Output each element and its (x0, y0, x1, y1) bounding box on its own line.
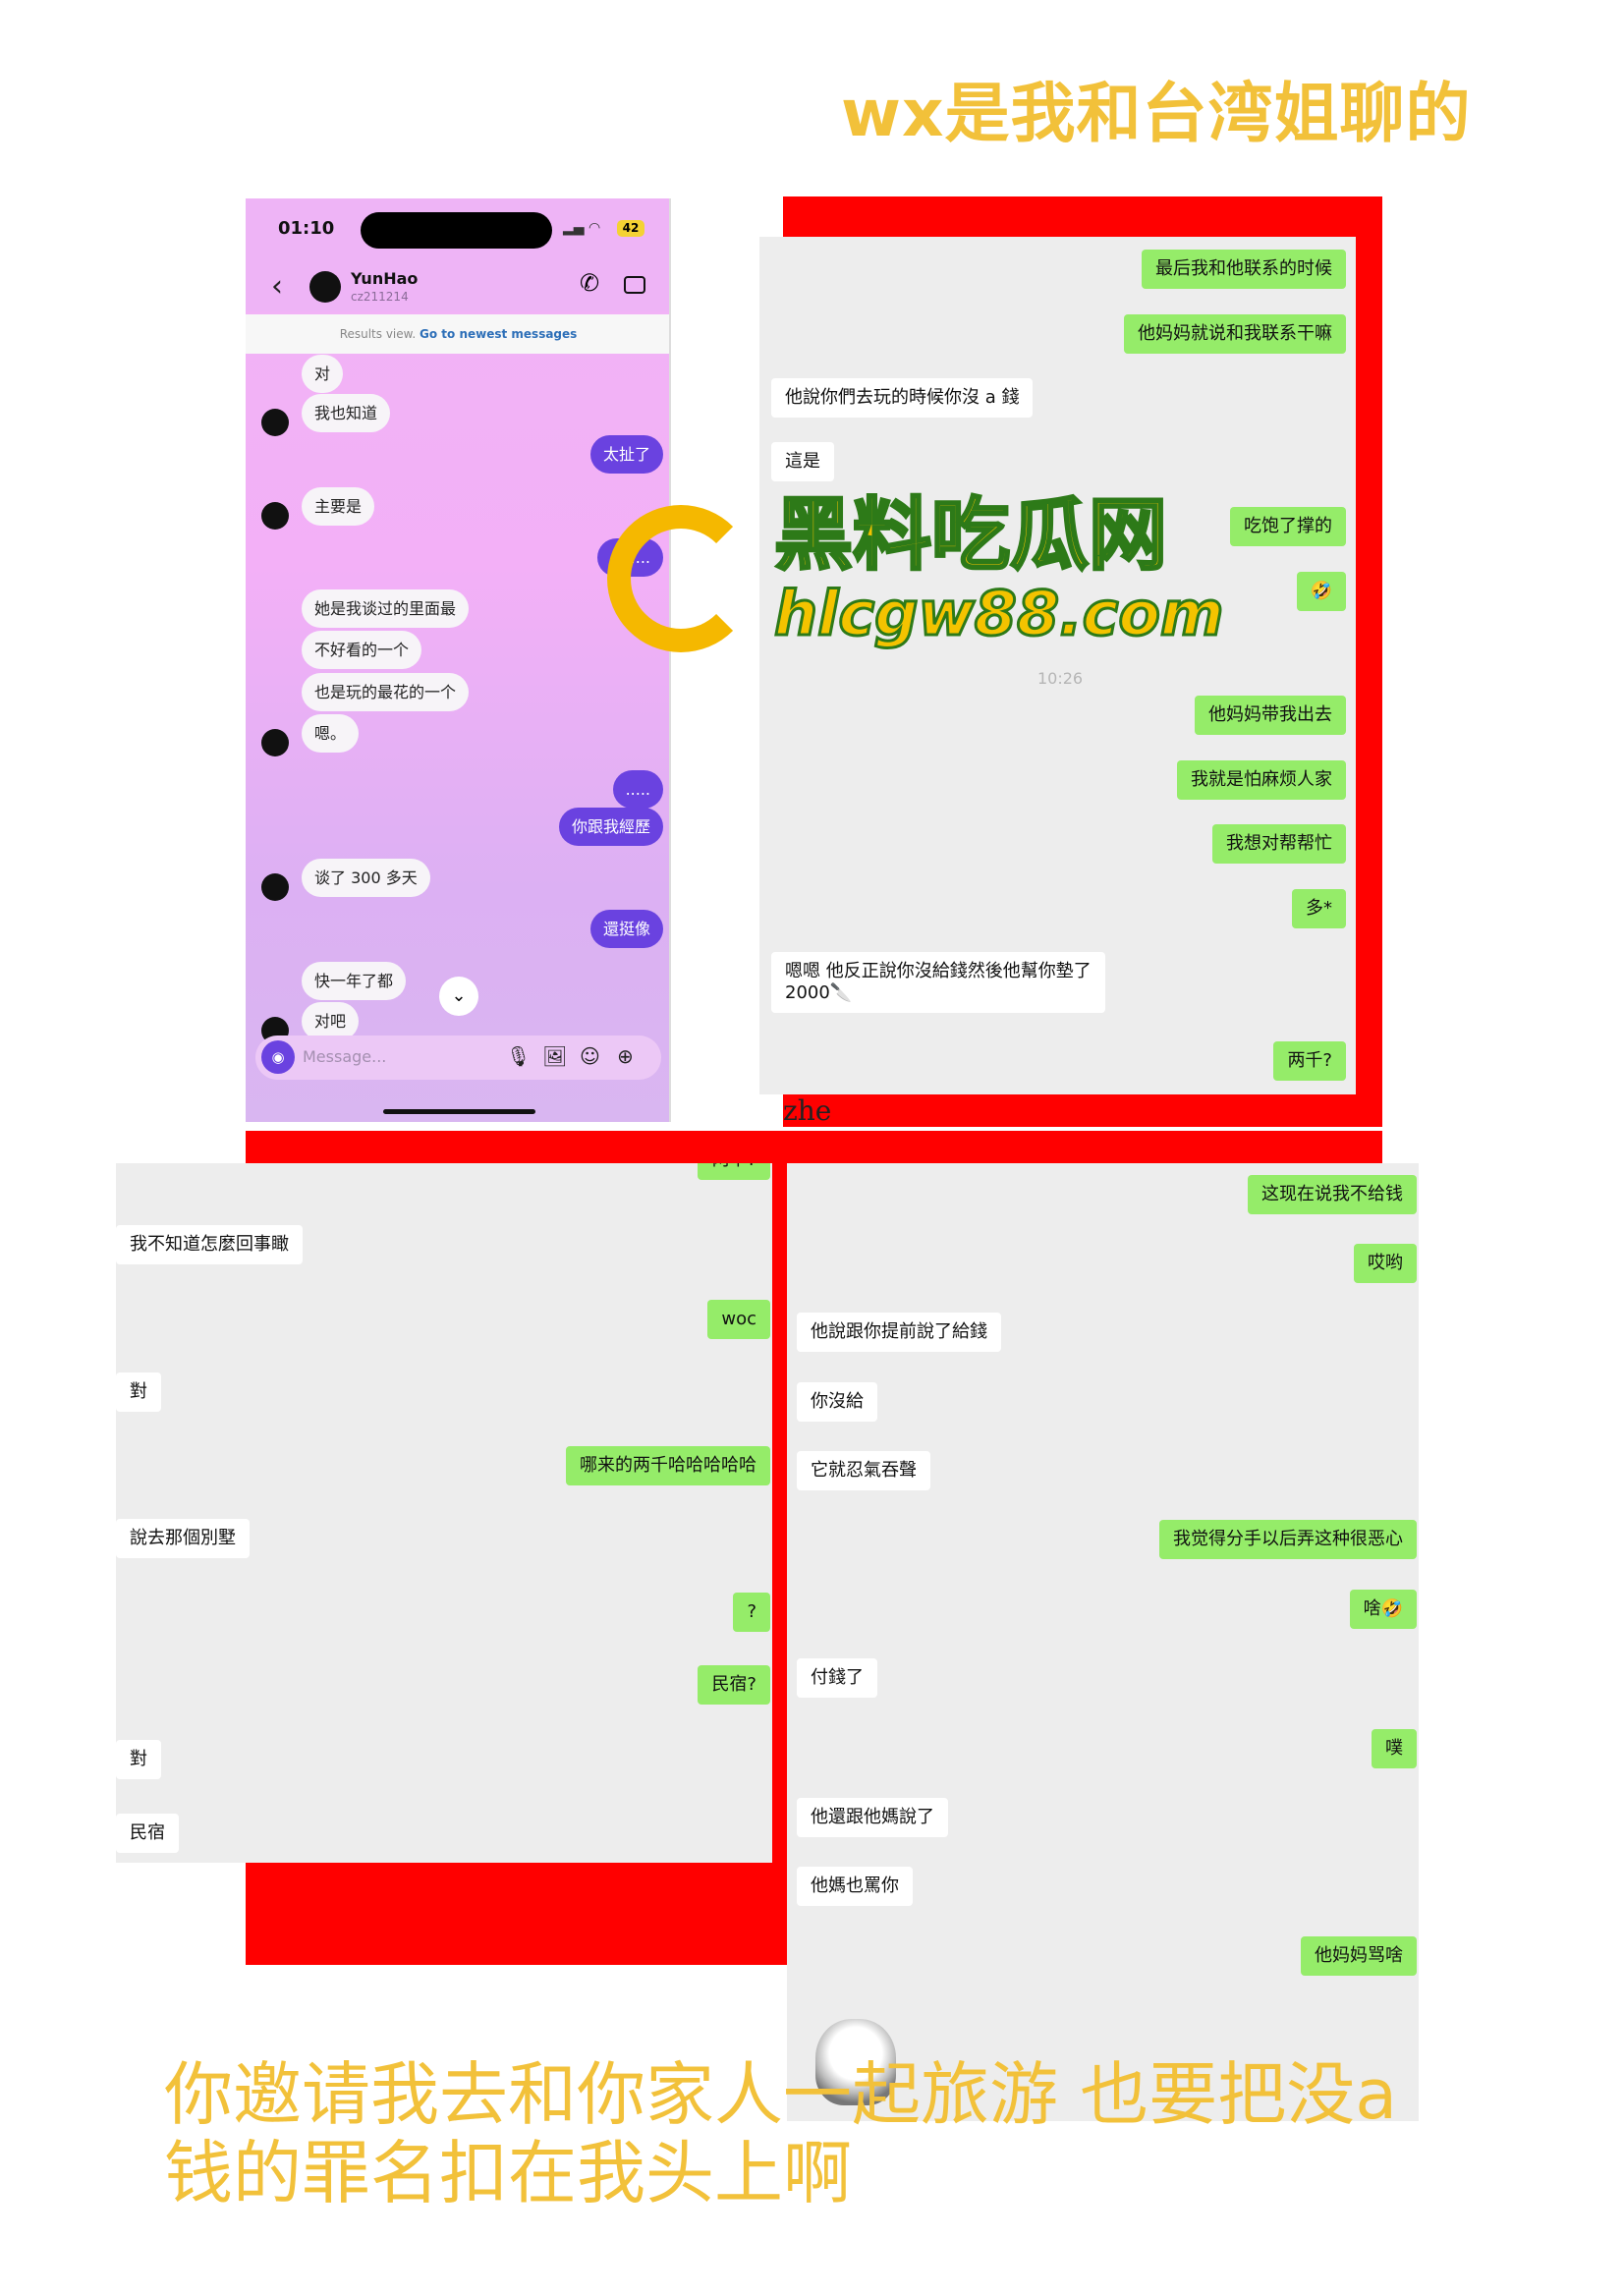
outgoing-message: 啥🤣 (1349, 1590, 1417, 1629)
incoming-message: 快一年了都 (302, 961, 407, 1000)
message-placeholder: Message... (303, 1047, 387, 1066)
outgoing-message: 哪来的两千哈哈哈哈哈 (566, 1446, 770, 1485)
chevron-down-icon[interactable]: ⌄ (439, 977, 478, 1016)
outgoing-message: 太扯了 (589, 434, 663, 474)
incoming-message: 主要是 (302, 486, 375, 526)
avatar[interactable] (309, 271, 341, 303)
outgoing-message: 我就是怕麻烦人家 (1177, 760, 1346, 800)
sticker-icon[interactable]: ☺ (580, 1044, 600, 1068)
plus-icon[interactable]: ⊕ (617, 1044, 634, 1068)
dynamic-island (361, 212, 552, 249)
results-banner: Results view. Go to newest messages (246, 314, 669, 354)
outgoing-message: 我想对帮帮忙 (1212, 824, 1346, 864)
incoming-message: 嗯嗯 他反正說你沒給錢然後他幫你墊了 2000🔪 (771, 952, 1105, 1013)
incoming-message: 你沒給 (797, 1382, 877, 1422)
outgoing-message: 他妈妈带我出去 (1195, 696, 1346, 735)
page-title: wx是我和台湾姐聊的 (841, 76, 1472, 151)
caption: 你邀请我去和你家人一起旅游 也要把没a钱的罪名扣在我头上啊 (164, 2054, 1398, 2213)
outgoing-message: 還挺像 (589, 909, 663, 948)
outgoing-message: 两千? (1273, 1041, 1346, 1081)
incoming-message: 對 (116, 1740, 161, 1779)
watermark-text: 黑料吃瓜网 (773, 489, 1169, 581)
contact-name[interactable]: YunHao (351, 269, 419, 288)
incoming-message: 谈了 300 多天 (302, 858, 430, 897)
outgoing-message: 民宿? (698, 1665, 770, 1705)
timestamp: 10:26 (1037, 669, 1084, 688)
instagram-dm-screenshot: 01:10 ▂▄ ◠ 42 ‹ YunHao cz211214 ✆ Result… (246, 198, 671, 1122)
phone-icon[interactable]: ✆ (580, 269, 600, 297)
incoming-message: 我不知道怎麼回事瞰 (116, 1225, 303, 1264)
image-icon[interactable]: 🖼 (542, 1044, 568, 1068)
incoming-message: 我也知道 (302, 393, 391, 432)
avatar (261, 873, 289, 901)
outgoing-message: 他妈妈骂啥 (1301, 1936, 1417, 1976)
incoming-message: 付錢了 (797, 1658, 877, 1698)
cat-sticker (815, 2019, 896, 2105)
incoming-message: 对 (302, 354, 344, 393)
outgoing-message: 我觉得分手以后弄这种很恶心 (1159, 1520, 1417, 1559)
outgoing-message: 你跟我經歷 (558, 807, 663, 846)
outgoing-message: 🤣 (1296, 572, 1346, 611)
incoming-message: 它就忍氣吞聲 (797, 1451, 930, 1490)
incoming-message: 他說跟你提前說了給錢 (797, 1313, 1001, 1352)
incoming-message: 民宿 (116, 1814, 179, 1853)
incoming-message: 嗯。 (302, 713, 360, 753)
message-input[interactable]: ◉ Message... 🎙 🖼 ☺ ⊕ (255, 1036, 661, 1080)
outgoing-message: 噗 (1372, 1729, 1417, 1768)
watermark-logo: 黑料吃瓜网 hlcgw88.com (607, 489, 1225, 658)
incoming-message: 不好看的一个 (302, 630, 422, 669)
go-to-newest-link[interactable]: Go to newest messages (420, 327, 578, 341)
outgoing-message: 这现在说我不给钱 (1248, 1175, 1417, 1214)
camera-icon[interactable]: ◉ (261, 1040, 295, 1074)
outgoing-message: 哎哟 (1354, 1244, 1417, 1283)
status-time: 01:10 (278, 218, 335, 239)
outgoing-message: ..... (612, 769, 663, 809)
watermark-ring-icon (607, 505, 755, 652)
outgoing-message: 两千? (698, 1163, 770, 1180)
avatar (261, 502, 289, 530)
outgoing-message: woc (707, 1300, 770, 1339)
mic-icon[interactable]: 🎙 (506, 1044, 532, 1068)
battery-icon: 42 (617, 220, 644, 237)
incoming-message: 說去那個別墅 (116, 1519, 250, 1558)
wechat-screenshot-3: 这现在说我不给钱哎哟他說跟你提前說了給錢你沒給它就忍氣吞聲我觉得分手以后弄这种很… (787, 1163, 1419, 2121)
contact-username: cz211214 (351, 290, 409, 304)
incoming-message: 他說你們去玩的時候你沒 a 錢 (771, 378, 1034, 418)
incoming-message: 对吧 (302, 1001, 360, 1040)
incoming-message: 對 (116, 1372, 161, 1412)
banner-text: Results view. (339, 327, 417, 341)
avatar (261, 409, 289, 436)
avatar (261, 729, 289, 756)
outgoing-message: 多* (1292, 889, 1346, 928)
wechat-screenshot-1: 10:26 最后我和他联系的时候他妈妈就说和我联系干嘛他說你們去玩的時候你沒 a… (759, 237, 1356, 1094)
signal-wifi-icon: ▂▄ ◠ (563, 220, 601, 236)
red-band (246, 1131, 1382, 1163)
back-icon[interactable]: ‹ (271, 269, 283, 304)
outgoing-message: 最后我和他联系的时候 (1142, 250, 1346, 289)
incoming-message: 也是玩的最花的一个 (302, 672, 470, 711)
incoming-message: 她是我谈过的里面最 (302, 588, 470, 628)
outgoing-message: ? (733, 1593, 770, 1632)
video-icon[interactable] (624, 276, 645, 294)
message-list: 对我也知道太扯了主要是........她是我谈过的里面最不好看的一个也是玩的最花… (246, 198, 669, 1044)
footer-text: zhe (783, 1094, 832, 1127)
incoming-message: 他還跟他媽說了 (797, 1798, 948, 1837)
home-indicator (383, 1109, 535, 1114)
watermark-url: hlcgw88.com (773, 578, 1226, 649)
outgoing-message: 吃饱了撑的 (1230, 507, 1346, 546)
incoming-message: 他媽也罵你 (797, 1867, 913, 1906)
outgoing-message: 他妈妈就说和我联系干嘛 (1124, 314, 1346, 354)
incoming-message: 這是 (771, 442, 834, 481)
